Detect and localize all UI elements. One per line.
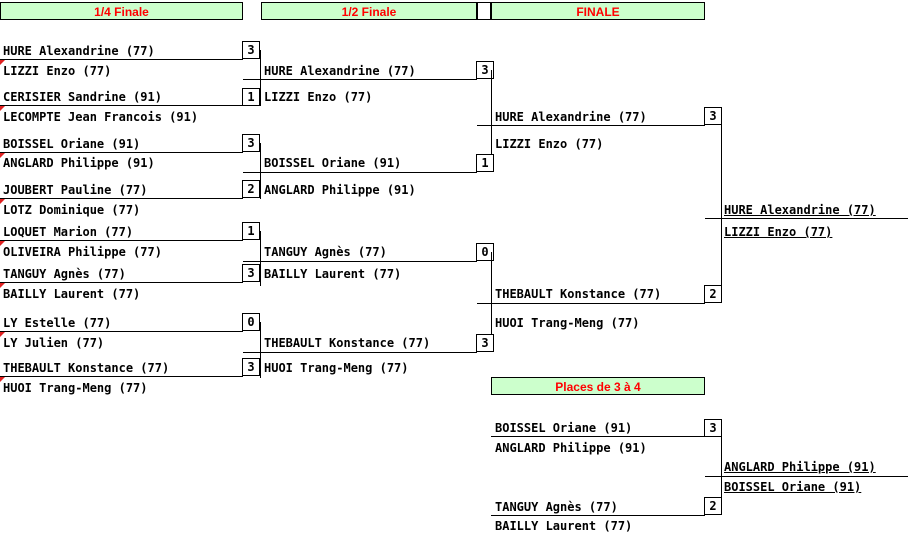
header-empty-cell: [477, 2, 491, 20]
third2-player2: BAILLY Laurent (77): [495, 519, 633, 533]
qf4-player1: JOUBERT Pauline (77): [3, 183, 148, 197]
qf6-line-top: [0, 282, 243, 283]
qf2-marker: [0, 106, 5, 111]
qf3-marker: [0, 153, 5, 158]
f1-score: 3: [704, 107, 722, 125]
qf3-score: 3: [242, 134, 260, 152]
qf4-marker: [0, 199, 5, 204]
header-final: FINALE: [491, 2, 705, 20]
sf12-join: [477, 125, 492, 126]
qf5-score: 1: [242, 222, 260, 240]
qf2-line-top: [0, 105, 243, 106]
sf2-player2: ANGLARD Philippe (91): [264, 183, 416, 197]
sf3-player2: BAILLY Laurent (77): [264, 267, 402, 281]
f1-player2: LIZZI Enzo (77): [495, 137, 604, 151]
sf3-line: [261, 261, 477, 262]
f2-player2: HUOI Trang-Meng (77): [495, 316, 640, 330]
f2-score: 2: [704, 285, 722, 303]
sf3-player1: TANGUY Agnès (77): [264, 245, 387, 259]
qf1-player1: HURE Alexandrine (77): [3, 44, 155, 58]
third1-player2: ANGLARD Philippe (91): [495, 441, 647, 455]
third-vline: [721, 428, 722, 507]
qf2-player2: LECOMPTE Jean Francois (91): [3, 110, 199, 124]
qf5-player1: LOQUET Marion (77): [3, 225, 134, 239]
qf3-line-top: [0, 152, 243, 153]
third2-player1: TANGUY Agnès (77): [495, 500, 618, 514]
f1-line: [491, 125, 705, 126]
qf1-vline: [260, 50, 261, 106]
qf8-player2: HUOI Trang-Meng (77): [3, 381, 148, 395]
qf56-join: [243, 261, 261, 262]
third1-player1: BOISSEL Oriane (91): [495, 421, 633, 435]
third2-line: [491, 515, 705, 516]
qf7-line-top: [0, 331, 243, 332]
qf8-line-top: [0, 376, 243, 377]
qf7-player1: LY Estelle (77): [3, 316, 112, 330]
qf5-player2: OLIVEIRA Philippe (77): [3, 245, 162, 259]
sf4-player1: THEBAULT Konstance (77): [264, 336, 431, 350]
sf1-score: 3: [476, 61, 494, 79]
qf7-player2: LY Julien (77): [3, 336, 105, 350]
winner-player2: LIZZI Enzo (77): [724, 225, 833, 239]
f2-player1: THEBAULT Konstance (77): [495, 287, 662, 301]
qf6-player2: BAILLY Laurent (77): [3, 287, 141, 301]
sf3-score: 0: [476, 243, 494, 261]
qf7-score: 0: [242, 313, 260, 331]
sf4-score: 3: [476, 334, 494, 352]
qf4-score: 2: [242, 180, 260, 198]
sf2-player1: BOISSEL Oriane (91): [264, 156, 402, 170]
sf34-join: [477, 303, 492, 304]
sf1-vline: [491, 70, 492, 172]
f1-player1: HURE Alexandrine (77): [495, 110, 647, 124]
qf8-score: 3: [242, 358, 260, 376]
qf8-player1: THEBAULT Konstance (77): [3, 361, 170, 375]
qf1-score: 3: [242, 41, 260, 59]
qf3-vline: [260, 143, 261, 199]
qf1-line-top: [0, 59, 243, 60]
qf6-score: 3: [242, 264, 260, 282]
qf3-player2: ANGLARD Philippe (91): [3, 156, 155, 170]
third-winner-player2: BOISSEL Oriane (91): [724, 480, 862, 494]
sf2-line: [261, 172, 477, 173]
sf1-player1: HURE Alexandrine (77): [264, 64, 416, 78]
qf5-line-top: [0, 240, 243, 241]
qf12-join: [243, 79, 261, 80]
f-join: [705, 218, 722, 219]
qf34-join: [243, 172, 261, 173]
qf8-marker: [0, 377, 5, 382]
qf5-vline: [260, 231, 261, 286]
qf4-line-top: [0, 198, 243, 199]
header-semi-final: 1/2 Finale: [261, 2, 477, 20]
third-join: [705, 476, 722, 477]
third1-line: [491, 436, 705, 437]
sf1-player2: LIZZI Enzo (77): [264, 90, 373, 104]
qf5-marker: [0, 241, 5, 246]
qf2-score: 1: [242, 88, 260, 106]
sf3-vline: [491, 252, 492, 352]
qf1-marker: [0, 60, 5, 65]
third2-score: 2: [704, 497, 722, 515]
f2-line: [491, 303, 705, 304]
third-winner-line: [722, 476, 908, 477]
qf2-player1: CERISIER Sandrine (91): [3, 90, 162, 104]
sf4-line: [261, 352, 477, 353]
third-winner-player1: ANGLARD Philippe (91): [724, 460, 876, 474]
header-quarter-final: 1/4 Finale: [0, 2, 243, 20]
winner-line: [722, 218, 908, 219]
winner-player1: HURE Alexandrine (77): [724, 203, 876, 217]
qf1-player2: LIZZI Enzo (77): [3, 64, 112, 78]
qf7-marker: [0, 332, 5, 337]
sf2-score: 1: [476, 154, 494, 172]
qf6-marker: [0, 283, 5, 288]
qf3-player1: BOISSEL Oriane (91): [3, 137, 141, 151]
qf6-player1: TANGUY Agnès (77): [3, 267, 126, 281]
qf7-vline: [260, 322, 261, 378]
header-third-place: Places de 3 à 4: [491, 377, 705, 395]
qf4-player2: LOTZ Dominique (77): [3, 203, 141, 217]
qf78-join: [243, 352, 261, 353]
f-vline: [721, 116, 722, 294]
sf4-player2: HUOI Trang-Meng (77): [264, 361, 409, 375]
third1-score: 3: [704, 419, 722, 437]
sf1-line: [261, 79, 477, 80]
